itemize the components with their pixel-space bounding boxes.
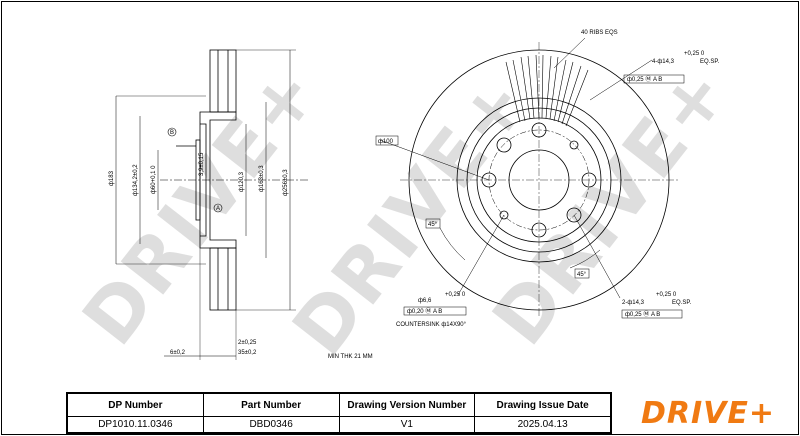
angle-arc-45 [439,227,466,261]
dim-60-label: ф60+0,1 0 [151,165,157,194]
front-view-labels: 40 RIBS EQS 4-ф14,3 +0,25 0 EQ.SP. ф0,25… [378,30,720,328]
bolt-hole [566,207,582,223]
min-thk-label: MIN THK 21 MM [328,354,373,360]
brand-logo: DRIVE+ [618,392,798,434]
title-block: DP Number Part Number Drawing Version Nu… [66,392,612,434]
datum-a-marker [213,203,223,213]
hub-hat-outline [199,111,237,249]
header-part-number: Part Number [202,393,340,417]
dim-6-label: 6±0,2 [170,350,186,356]
angle-arc-45b [569,249,601,269]
side-view-labels: ф183 ф134,2±0,2 ф60+0,1 0 3,9±0,15 ф120,… [109,130,373,360]
side-section-view [115,49,310,360]
value-drawing-version: V1 [338,416,476,433]
leader-holes2 [573,214,621,299]
countersink-label: COUNTERSINK ф14X90° [396,322,467,328]
front-view [375,37,685,319]
angle-box-45 [425,218,441,229]
angle-box-45b [574,268,590,279]
countersink-hole [499,210,509,220]
holes2-label: 2-ф14,3 [622,300,645,306]
fcf-holes4-text: ф0,25 Ⓜ A B [627,75,662,83]
bolt-hole [496,137,512,153]
holes2-tol: +0,25 0 [656,292,677,298]
countersink-hole [569,140,579,150]
dim-39-label: 3,9±0,15 [199,152,205,176]
header-drawing-version: Drawing Version Number [338,393,476,417]
brand-logo-text: DRIVE+ [640,395,775,431]
dim-256-label: ф256±0,3 [283,169,289,196]
pcd-label: ф100 [378,139,394,145]
holes4-eq: EQ.SP. [700,59,720,65]
dim-183-label: ф183 [109,170,115,186]
dim-163-label: ф163±0,3 [259,165,265,192]
title-block-value-row: DP1010.11.0346 DBD0346 V1 2025.04.13 [67,416,611,433]
bolt-hole [531,222,547,238]
leader-pcd [379,139,490,181]
holes4-tol: +0,25 0 [684,51,705,57]
leader-66 [457,214,505,296]
header-dp-number: DP Number [67,393,204,417]
value-issue-date: 2025.04.13 [474,416,611,433]
value-part-number: DBD0346 [202,416,340,433]
dim-120-label: ф120,3 [239,171,245,192]
hole-66-label: ф6,6 [418,298,432,304]
fcf-holes2-frame [621,309,683,319]
dim-35-label: 35±0,2 [238,350,257,356]
ribs-label: 40 RIBS EQS [581,30,618,36]
vent-ribs [505,54,589,127]
pcd-box [375,135,399,146]
mark-2-label: 2±0,25 [238,340,257,346]
title-block-header-row: DP Number Part Number Drawing Version Nu… [67,393,611,417]
fcf-66-text: ф0,20 Ⓜ A B [407,307,442,315]
fcf-holes2-text: ф0,25 Ⓜ A B [625,310,660,318]
title-block-table: DP Number Part Number Drawing Version Nu… [67,393,611,433]
header-issue-date: Drawing Issue Date [474,393,611,417]
datum-b-marker [167,127,177,137]
angle-45-label: 45° [428,222,438,228]
fcf-holes4-frame [623,74,685,84]
leader-ribs [553,37,586,69]
hole-66-tol: +0,25 0 [445,292,466,298]
angle-45b-label: 45° [577,272,587,278]
datum-a-label: A [216,206,220,212]
holes2-eq: EQ.SP. [672,300,692,306]
leader-holes4 [589,59,653,101]
dim-134-label: ф134,2±0,2 [133,164,139,196]
fcf-66-frame [403,306,467,316]
datum-b-label: B [170,130,174,136]
holes4-label: 4-ф14,3 [652,59,675,65]
value-dp-number: DP1010.11.0346 [67,416,204,433]
